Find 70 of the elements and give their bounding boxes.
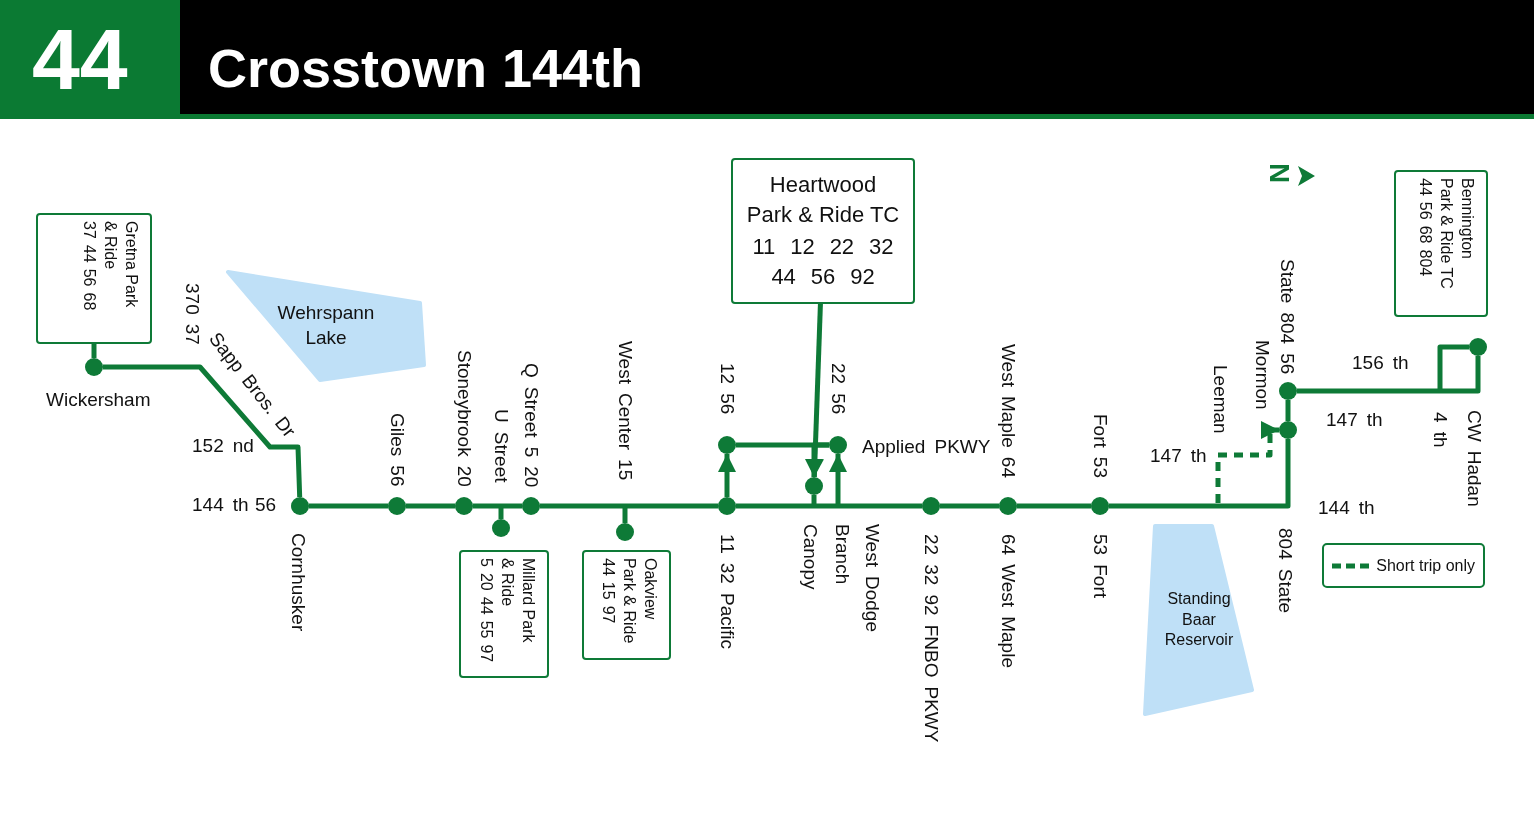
stop-label: 56 — [255, 494, 277, 516]
route-line — [718, 454, 736, 497]
street-label: 147 th — [1150, 445, 1207, 467]
stop-label: Wickersham — [46, 389, 151, 411]
route-line — [829, 454, 847, 506]
station-name: Gretna Park & Ride — [101, 221, 141, 310]
route-line — [1017, 503, 1091, 509]
route-title: Crosstown 144th — [208, 38, 644, 98]
route-line — [406, 503, 455, 509]
stop-label: 156 th — [1352, 352, 1409, 374]
street-label: Branch — [831, 524, 853, 585]
transfer-box — [36, 213, 152, 344]
route-line — [103, 364, 303, 498]
stop-label: 147 th — [1326, 409, 1383, 431]
stop-label: 144 th — [192, 494, 249, 516]
route-line — [473, 503, 522, 509]
stop-label: Giles 56 — [386, 413, 408, 487]
street-label: U Street — [490, 408, 512, 482]
stop-label: CW Hadan — [1463, 410, 1485, 507]
street-label: 4 th — [1429, 412, 1451, 448]
route-line — [309, 503, 388, 509]
north-label: N — [1266, 163, 1292, 184]
route-number: 44 — [32, 16, 128, 102]
street-label: Leeman — [1209, 365, 1231, 434]
station-name: Bennington Park & Ride TC — [1437, 178, 1477, 291]
stop-label: Cornhusker — [287, 533, 309, 632]
stop-label: Stoneybrook 20 — [453, 350, 475, 487]
stop-label: State 804 56 — [1276, 258, 1298, 374]
route-numbers: 44 56 68 804 — [1416, 178, 1435, 279]
route-line — [1285, 400, 1291, 421]
station-name: Heartwood Park & Ride TC — [745, 171, 901, 229]
station-name: Millard Park & Ride — [498, 558, 538, 645]
route-numbers: 5 20 44 55 97 — [477, 558, 496, 665]
lake-name: Standing Baar Reservoir — [1163, 588, 1235, 651]
short-trip-line — [1215, 421, 1279, 503]
street-label: 144 th — [1318, 497, 1375, 519]
stop-label: 11 32 Pacific — [716, 534, 738, 649]
route-line — [498, 506, 504, 519]
stop-label: 53 Fort — [1089, 534, 1111, 598]
station-name: Oakview Park & Ride — [620, 558, 660, 646]
street-label: 152 nd — [192, 435, 254, 457]
stop-label: West Center 15 — [614, 340, 636, 480]
legend-label: Short trip only — [1376, 555, 1475, 576]
street-label: West Dodge — [861, 524, 883, 632]
route-line — [736, 503, 922, 509]
street-label: 804 State — [1274, 528, 1296, 614]
street-label: Canopy — [799, 524, 821, 590]
street-label: 370 37 — [181, 283, 203, 345]
stop-label: Applied PKWY — [862, 436, 991, 458]
transfer-box — [459, 550, 549, 678]
route-numbers: 11 12 22 32 44 56 92 — [751, 233, 895, 291]
route-line — [622, 506, 628, 523]
stop-label: 22 56 — [827, 362, 849, 414]
stop-label: Fort 53 — [1089, 414, 1111, 478]
lake-name: Wehrspann Lake — [276, 301, 376, 350]
route-line — [91, 344, 97, 358]
route-numbers: 37 44 56 68 — [80, 221, 99, 313]
stop-label: West Maple 64 — [997, 344, 1019, 478]
stop-label: Mormon — [1251, 340, 1273, 410]
stop-label: 12 56 — [716, 362, 738, 414]
route-line — [940, 503, 999, 509]
transfer-box — [1394, 170, 1488, 317]
stop-label: 64 West Maple — [997, 534, 1019, 668]
stop-label: Q Street 5 20 — [520, 362, 542, 487]
route-line — [1109, 439, 1291, 509]
stop-label: 22 32 92 FNBO PKWY — [920, 534, 942, 743]
route-numbers: 44 15 97 — [599, 558, 618, 626]
route-line — [540, 503, 718, 509]
transfer-box — [731, 158, 915, 304]
transfer-box — [582, 550, 671, 660]
